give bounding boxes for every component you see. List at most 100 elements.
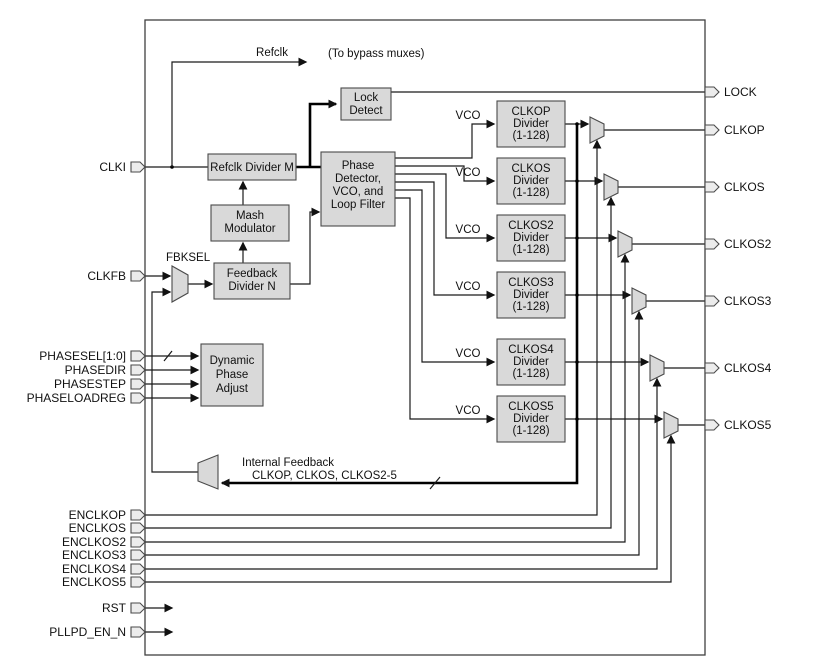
junction-fb-clkos <box>575 179 579 183</box>
wire-vco-to-clkos4-divider <box>395 189 496 367</box>
junction-fb-clkos4 <box>575 360 579 364</box>
fbksel-annotation: FBKSEL <box>166 252 211 264</box>
junction-fb-clkos5 <box>575 417 579 421</box>
clkos-divider-block <box>496 157 566 205</box>
bus-slash-phasesel <box>163 350 173 362</box>
feedback-divider-n-block <box>213 262 291 300</box>
lock-output-connector <box>704 86 720 98</box>
vco-label-clkos: VCO <box>456 167 481 179</box>
clkos5-output-connector <box>704 419 720 431</box>
feedback-divider-label-2: Divider N <box>228 281 275 293</box>
phasesel-input-connector <box>130 350 146 362</box>
clkos2-output-label: CLKOS2 <box>724 237 772 251</box>
clki-input-label: CLKI <box>99 160 126 174</box>
phasedir-input-connector <box>130 364 146 376</box>
pllpd-en-n-input-label: PLLPD_EN_N <box>49 625 126 639</box>
clkfb-input-label: CLKFB <box>87 269 126 283</box>
clkop-output-label: CLKOP <box>724 123 765 137</box>
clkos-divider-word: Divider <box>513 175 549 187</box>
clkos3-divider-name: CLKOS3 <box>508 277 553 289</box>
vco-label-clkos5: VCO <box>456 405 481 417</box>
clkos2-divider-name: CLKOS2 <box>508 220 553 232</box>
wire-feedback-divider-to-pd <box>290 207 321 285</box>
vco-label-clkos4: VCO <box>456 348 481 360</box>
enclkos4-input-connector <box>130 563 146 575</box>
clkop-output-mux <box>589 116 605 144</box>
clkos-output-connector <box>704 181 720 193</box>
lock-detect-block <box>340 87 392 121</box>
phaseloadreg-input-label: PHASELOADREG <box>27 391 126 405</box>
clkos3-divider-range: (1-128) <box>512 301 549 313</box>
clkos2-divider-block <box>496 214 566 262</box>
clkos4-divider-block <box>496 338 566 386</box>
enclkos3-input-connector <box>130 549 146 561</box>
phaseloadreg-input-connector <box>130 392 146 404</box>
enclkos-input-label: ENCLKOS <box>69 521 126 535</box>
wire-internal-feedback-bus <box>220 124 579 488</box>
phasesel-input-label: PHASESEL[1:0] <box>39 349 126 363</box>
enclkos5-input-label: ENCLKOS5 <box>62 575 126 589</box>
bus-slash-internal-feedback <box>429 476 441 490</box>
clkop-divider-word: Divider <box>513 118 549 130</box>
pd-label-1: Phase <box>342 160 375 172</box>
pd-label-4: Loop Filter <box>331 199 386 211</box>
vco-label-clkos2: VCO <box>456 224 481 236</box>
clkop-divider-block <box>496 100 566 148</box>
bypass-note-annotation: (To bypass muxes) <box>328 48 425 60</box>
clkos4-divider-name: CLKOS4 <box>508 344 554 356</box>
refclk-annotation: Refclk <box>256 47 288 59</box>
wire-enclkos4 <box>145 377 662 570</box>
clkos4-output-mux <box>649 354 665 382</box>
clkos2-output-connector <box>704 238 720 250</box>
wire-enclkop <box>145 139 602 516</box>
dpa-label-2: Phase <box>216 369 249 381</box>
rst-input-label: RST <box>102 601 127 615</box>
dpa-label-1: Dynamic <box>210 355 255 367</box>
clkos5-divider-block <box>496 395 566 443</box>
junction-fb-clkop <box>575 122 579 126</box>
phasestep-input-label: PHASESTEP <box>54 377 126 391</box>
clkop-divider-range: (1-128) <box>512 130 549 142</box>
lock-detect-label-1: Lock <box>354 92 379 104</box>
enclkos4-input-label: ENCLKOS4 <box>62 562 126 576</box>
pd-label-3: VCO, and <box>333 186 384 198</box>
clkos2-divider-range: (1-128) <box>512 244 549 256</box>
wire-vco-to-clkos5-divider <box>395 197 496 424</box>
wire-enclkos2 <box>145 253 630 543</box>
wire-vco-to-clkop-divider <box>395 119 496 159</box>
vco-label-clkop: VCO <box>456 110 481 122</box>
wire-enclkos <box>145 196 616 529</box>
clkos2-divider-word: Divider <box>513 232 549 244</box>
clkop-divider-name: CLKOP <box>512 106 551 118</box>
clkos5-divider-word: Divider <box>513 413 549 425</box>
clkos3-divider-word: Divider <box>513 289 549 301</box>
refclk-divider-m-label: Refclk Divider M <box>210 162 294 174</box>
mash-modulator-label-2: Modulator <box>224 223 275 235</box>
clkos4-output-label: CLKOS4 <box>724 361 772 375</box>
wire-refclk-bypass <box>171 57 308 167</box>
enclkos5-input-connector <box>130 576 146 588</box>
clkos3-output-connector <box>704 295 720 307</box>
feedback-divider-label-1: Feedback <box>227 268 278 280</box>
wire-vco-to-clkos3-divider <box>395 181 496 300</box>
phasedir-input-label: PHASEDIR <box>65 363 127 377</box>
refclk-divider-m-block <box>207 153 297 181</box>
enclkop-input-label: ENCLKOP <box>69 508 126 522</box>
fbksel-mux <box>171 265 189 303</box>
junction-fb-clkos3 <box>575 293 579 297</box>
clkos-divider-name: CLKOS <box>512 163 551 175</box>
pd-label-2: Detector, <box>335 173 381 185</box>
clkos-divider-range: (1-128) <box>512 187 549 199</box>
clkos5-output-mux <box>663 411 679 439</box>
clkop-output-connector <box>704 124 720 136</box>
phasestep-input-connector <box>130 378 146 390</box>
clkos4-output-connector <box>704 362 720 374</box>
clki-input-connector <box>130 161 146 173</box>
dpa-label-3: Adjust <box>216 383 249 395</box>
clkfb-input-connector <box>130 270 146 282</box>
clkos3-output-mux <box>631 287 647 315</box>
internal-feedback-mux <box>197 454 219 490</box>
mash-modulator-label-1: Mash <box>236 210 264 222</box>
